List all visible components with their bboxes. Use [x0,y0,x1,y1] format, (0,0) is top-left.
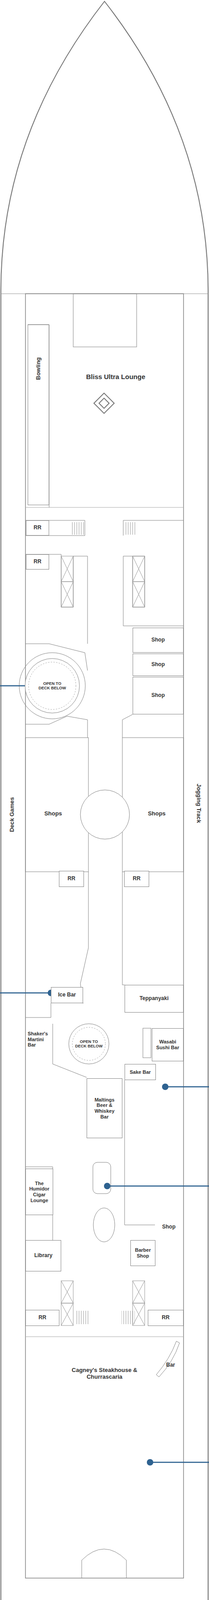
room-label: RR [132,874,141,882]
shops-area: Shops [130,794,184,831]
room-label: Ice Bar [58,990,76,998]
bar-room: Ice Bar [50,986,84,1003]
room-label: OPEN TO DECK BELOW [75,1038,103,1048]
room-label: Bliss Ultra Lounge [86,372,146,381]
restaurant-room: Teppanyaki [124,983,184,1012]
restroom: RR [25,1308,60,1325]
room-label: RR [38,1313,46,1320]
lounge-area: Bliss Ultra Lounge [49,346,183,505]
restaurant-area: Cagney's Steakhouse & Churrascaria Bar [25,1337,184,1419]
room-label: Shop [162,1222,176,1229]
room-label: RR [161,1313,170,1320]
lounge-room: The Humidor Cigar Lounge [25,1167,54,1214]
side-label: Jogging Track [195,782,203,823]
room-label: RR [67,874,76,882]
restroom: RR [58,869,84,887]
room-label: Bowling [35,356,42,380]
restroom: RR [124,869,150,887]
shop-room: Shop [132,627,184,653]
restroom: RR [147,1308,184,1325]
side-label: Deck Games [8,796,16,832]
bar-room: Sake Bar [124,1062,156,1079]
bar-area: Shaker's Martini Bar [26,1019,54,1058]
room-label: The Humidor Cigar Lounge [27,1179,52,1203]
room-label: Cagney's Steakhouse & Churrascaria [59,1365,150,1380]
shop-area: Shop [154,1215,183,1237]
room-label: Shops [44,809,63,817]
room-label: Teppanyaki [139,994,169,1001]
shop-room: Shop [132,676,184,714]
shop-room: Barber Shop [130,1238,156,1265]
library-room: Library [25,1238,62,1271]
atrium-opening: OPEN TO DECK BELOW [68,1022,110,1064]
room-label: OPEN TO DECK BELOW [38,680,67,690]
room-label: RR [33,558,42,565]
room-label: Shops [147,809,166,817]
room-label: Shaker's Martini Bar [27,1029,51,1047]
room-label: Bar [166,1360,176,1367]
bar-room: Maltings Beer & Whiskey Bar [86,1077,123,1137]
shop-room: Shop [132,652,184,676]
room-label: Library [34,1251,53,1258]
room-label: Maltings Beer & Whiskey Bar [91,1095,118,1119]
restroom: RR [25,553,50,569]
atrium-opening: OPEN TO DECK BELOW [24,657,80,713]
room-label: Sake Bar [129,1068,151,1075]
bar-room: Wasabi Sushi Bar [151,1027,184,1061]
bowling-area: Bowling [27,324,50,505]
room-label: RR [33,524,42,531]
room-label: Shop [151,691,165,699]
room-label: Barber Shop [132,1245,154,1258]
room-label: Shop [151,660,165,668]
room-label: Shop [151,636,165,643]
shops-area: Shops [26,794,80,831]
room-label: Wasabi Sushi Bar [154,1037,182,1050]
bar-counter: Bar [159,1357,182,1371]
restroom: RR [25,519,50,536]
